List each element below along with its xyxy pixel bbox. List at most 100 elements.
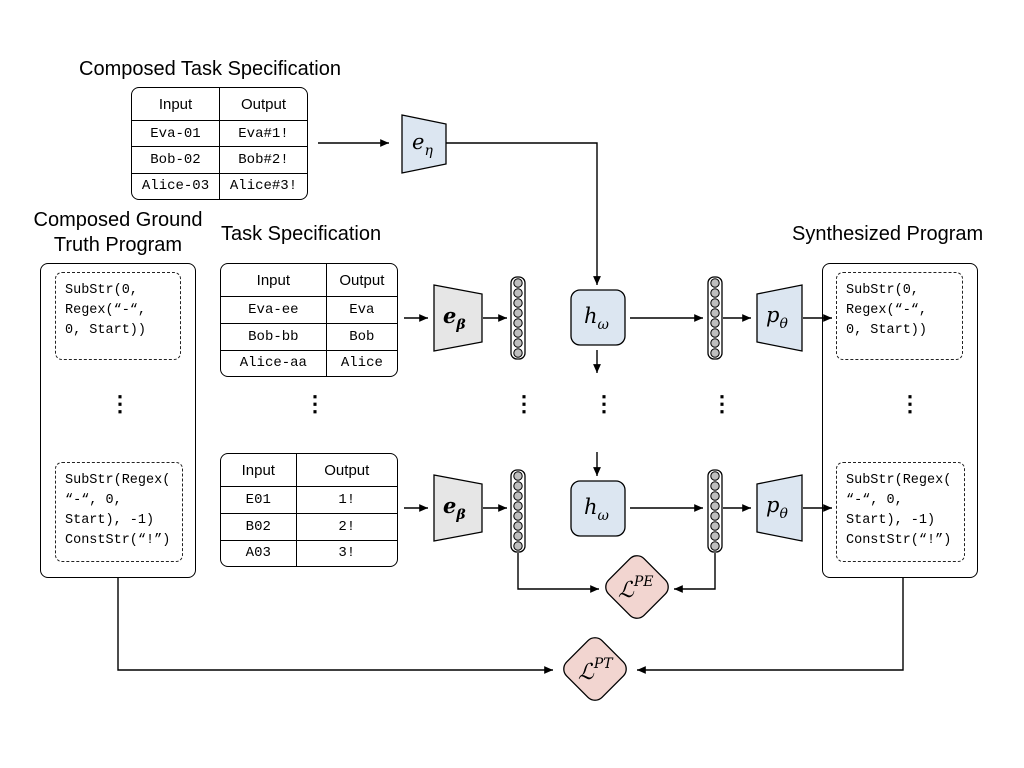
composed-gt-heading-line1: Composed Ground: [33, 209, 203, 231]
embedding-node: [710, 481, 720, 491]
table-cell-output: Alice: [340, 355, 383, 372]
embedding-node: [513, 481, 523, 491]
gt-program-box-bottom: SubStr(Regex( “-“, 0, Start), -1) ConstS…: [55, 462, 183, 562]
table-cell-input: E01: [221, 486, 297, 514]
embedding-node: [710, 541, 720, 551]
p-theta-module-bottom: pθ: [756, 474, 803, 542]
table-header-output: Output: [326, 264, 397, 297]
embedding-node: [710, 308, 720, 318]
p-theta-bottom-label: pθ: [766, 493, 788, 522]
e-eta-module: eη: [401, 114, 447, 174]
embedding-node: [513, 298, 523, 308]
table-cell-output: Bob#2!: [219, 146, 307, 174]
h-omega-module-top: hω: [570, 289, 626, 346]
table-cell-input: Bob-02: [132, 146, 220, 174]
loss-pe: ℒPE: [605, 555, 669, 619]
embedding-node: [710, 521, 720, 531]
embedding-node: [710, 348, 720, 358]
arrow-gt-to-loss-pt: [117, 578, 553, 674]
synth-program-heading: Synthesized Program: [792, 223, 984, 245]
embedding-node: [513, 308, 523, 318]
h-omega-bottom-label: hω: [584, 495, 610, 524]
loss-pe-label: ℒPE: [618, 574, 654, 603]
h-omega-module-bottom: hω: [570, 480, 626, 537]
table-cell-input: B02: [221, 513, 297, 541]
p-theta-top-shape: [756, 284, 803, 352]
p-theta-top-label: pθ: [766, 303, 788, 332]
table-cell-input: Alice-aa: [221, 350, 327, 376]
e-beta-bottom-shape: [433, 474, 483, 542]
task-spec-heading: Task Specification: [221, 223, 382, 245]
arrow-embed-right-to-loss-pe: [674, 553, 716, 593]
embedding-node: [710, 511, 720, 521]
embedding-node: [513, 348, 523, 358]
composed-gt-program-heading: Composed Ground Truth Program: [18, 208, 218, 258]
embedding-node: [513, 318, 523, 328]
composed-task-spec-heading: Composed Task Specification: [79, 58, 341, 80]
table-cell-output: 3!: [338, 545, 356, 562]
table-cell-output: 2!: [296, 513, 397, 541]
table-cell-output: Eva#1!: [219, 120, 307, 148]
table-cell-output: 1!: [296, 486, 397, 514]
embedding-right-top: [707, 276, 723, 360]
loss-pe-shape: [605, 555, 669, 619]
connector-arrows: [117, 139, 904, 674]
table-row: Alice-aa Alice: [221, 350, 397, 376]
table-cell-input: Eva-ee: [221, 296, 327, 324]
arrow-embed-left-to-loss-pe: [517, 553, 599, 593]
table-cell-output: Eva: [326, 296, 397, 324]
table-cell-output: Bob: [326, 323, 397, 351]
embedding-left-top: [510, 276, 526, 360]
table-cell-input: A03: [221, 540, 297, 566]
table-cell-input: Bob-bb: [221, 323, 327, 351]
embedding-node: [513, 531, 523, 541]
table-header-input: Input: [221, 454, 297, 487]
table-cell-input: Alice-03: [132, 173, 220, 199]
embedding-node: [513, 471, 523, 481]
embedding-node: [710, 471, 720, 481]
table-cell-output: Alice#3!: [229, 178, 298, 195]
loss-pt-shape: [563, 637, 627, 701]
embedding-node: [513, 501, 523, 511]
embedding-node: [710, 318, 720, 328]
e-beta-top-label: eβ: [443, 303, 466, 333]
embedding-node: [710, 328, 720, 338]
synth-program-box-top: SubStr(0, Regex(“-“, 0, Start)): [836, 272, 963, 360]
composed-gt-heading-line2: Truth Program: [53, 234, 183, 256]
table-cell-input: Eva-01: [132, 120, 220, 148]
table-row: A03 3!: [221, 540, 397, 566]
embedding-node: [513, 338, 523, 348]
embedding-right-bottom: [707, 469, 723, 553]
e-beta-module-bottom: eβ: [433, 474, 483, 542]
table-row: Alice-03 Alice#3!: [132, 173, 307, 199]
embedding-node: [710, 288, 720, 298]
loss-pt: ℒPT: [563, 637, 627, 701]
embedding-node: [710, 278, 720, 288]
loss-pt-label: ℒPT: [578, 656, 614, 685]
embedding-node: [513, 541, 523, 551]
embedding-node: [710, 491, 720, 501]
embedding-node: [513, 521, 523, 531]
synth-program-box-bottom: SubStr(Regex( “-“, 0, Start), -1) ConstS…: [836, 462, 965, 562]
embedding-node: [513, 491, 523, 501]
synth-program-code-top: SubStr(0, Regex(“-“, 0, Start)): [846, 283, 928, 338]
p-theta-module-top: pθ: [756, 284, 803, 352]
embedding-node: [710, 531, 720, 541]
gt-program-code-top: SubStr(0, Regex(“-“, 0, Start)): [65, 283, 147, 338]
gt-program-code-bottom: SubStr(Regex( “-“, 0, Start), -1) ConstS…: [65, 473, 171, 548]
e-eta-shape: [401, 114, 447, 174]
embedding-left-bottom: [510, 469, 526, 553]
arrow-e-eta-to-h-omega: [446, 142, 601, 285]
h-omega-top-label: hω: [584, 304, 610, 333]
table-header-input: Input: [221, 264, 327, 297]
p-theta-bottom-shape: [756, 474, 803, 542]
h-omega-bottom-shape: [570, 480, 626, 537]
synth-program-code-bottom: SubStr(Regex( “-“, 0, Start), -1) ConstS…: [846, 473, 952, 548]
